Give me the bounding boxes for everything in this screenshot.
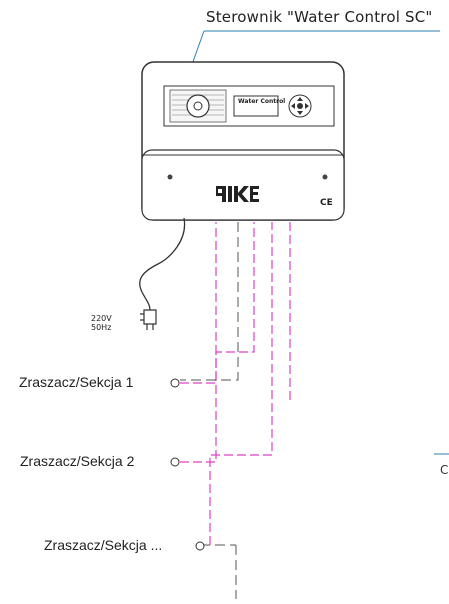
section-2-terminal-icon <box>170 457 180 467</box>
power-plug-icon <box>140 309 157 330</box>
screw-right-icon <box>322 174 328 180</box>
section-3-terminal-icon <box>195 541 205 551</box>
frequency-label: 50Hz <box>91 323 112 332</box>
brand-logo <box>215 184 259 204</box>
wire-section-2 <box>180 222 255 463</box>
section-2-label: Zraszacz/Sekcja 2 <box>20 453 135 469</box>
wire-section-1 <box>180 222 217 384</box>
power-cable <box>139 217 186 311</box>
wire-common-black <box>180 222 239 381</box>
wire-section-3 <box>209 222 273 545</box>
lcd-display <box>233 95 279 117</box>
section-3-label: Zraszacz/Sekcja ... <box>44 537 163 553</box>
edge-fragment-text: C <box>440 463 449 477</box>
controller-unit <box>141 61 345 221</box>
voltage-label: 220V <box>91 314 112 323</box>
device-title: Sterownik "Water Control SC" <box>206 8 433 26</box>
screw-left-icon <box>167 174 173 180</box>
lcd-display-text: Water Control <box>238 98 286 105</box>
power-rating: 220V 50Hz <box>91 314 112 332</box>
ce-mark: CE <box>320 198 333 208</box>
section-1-label: Zraszacz/Sekcja 1 <box>19 374 134 390</box>
section-1-terminal-icon <box>170 378 180 388</box>
